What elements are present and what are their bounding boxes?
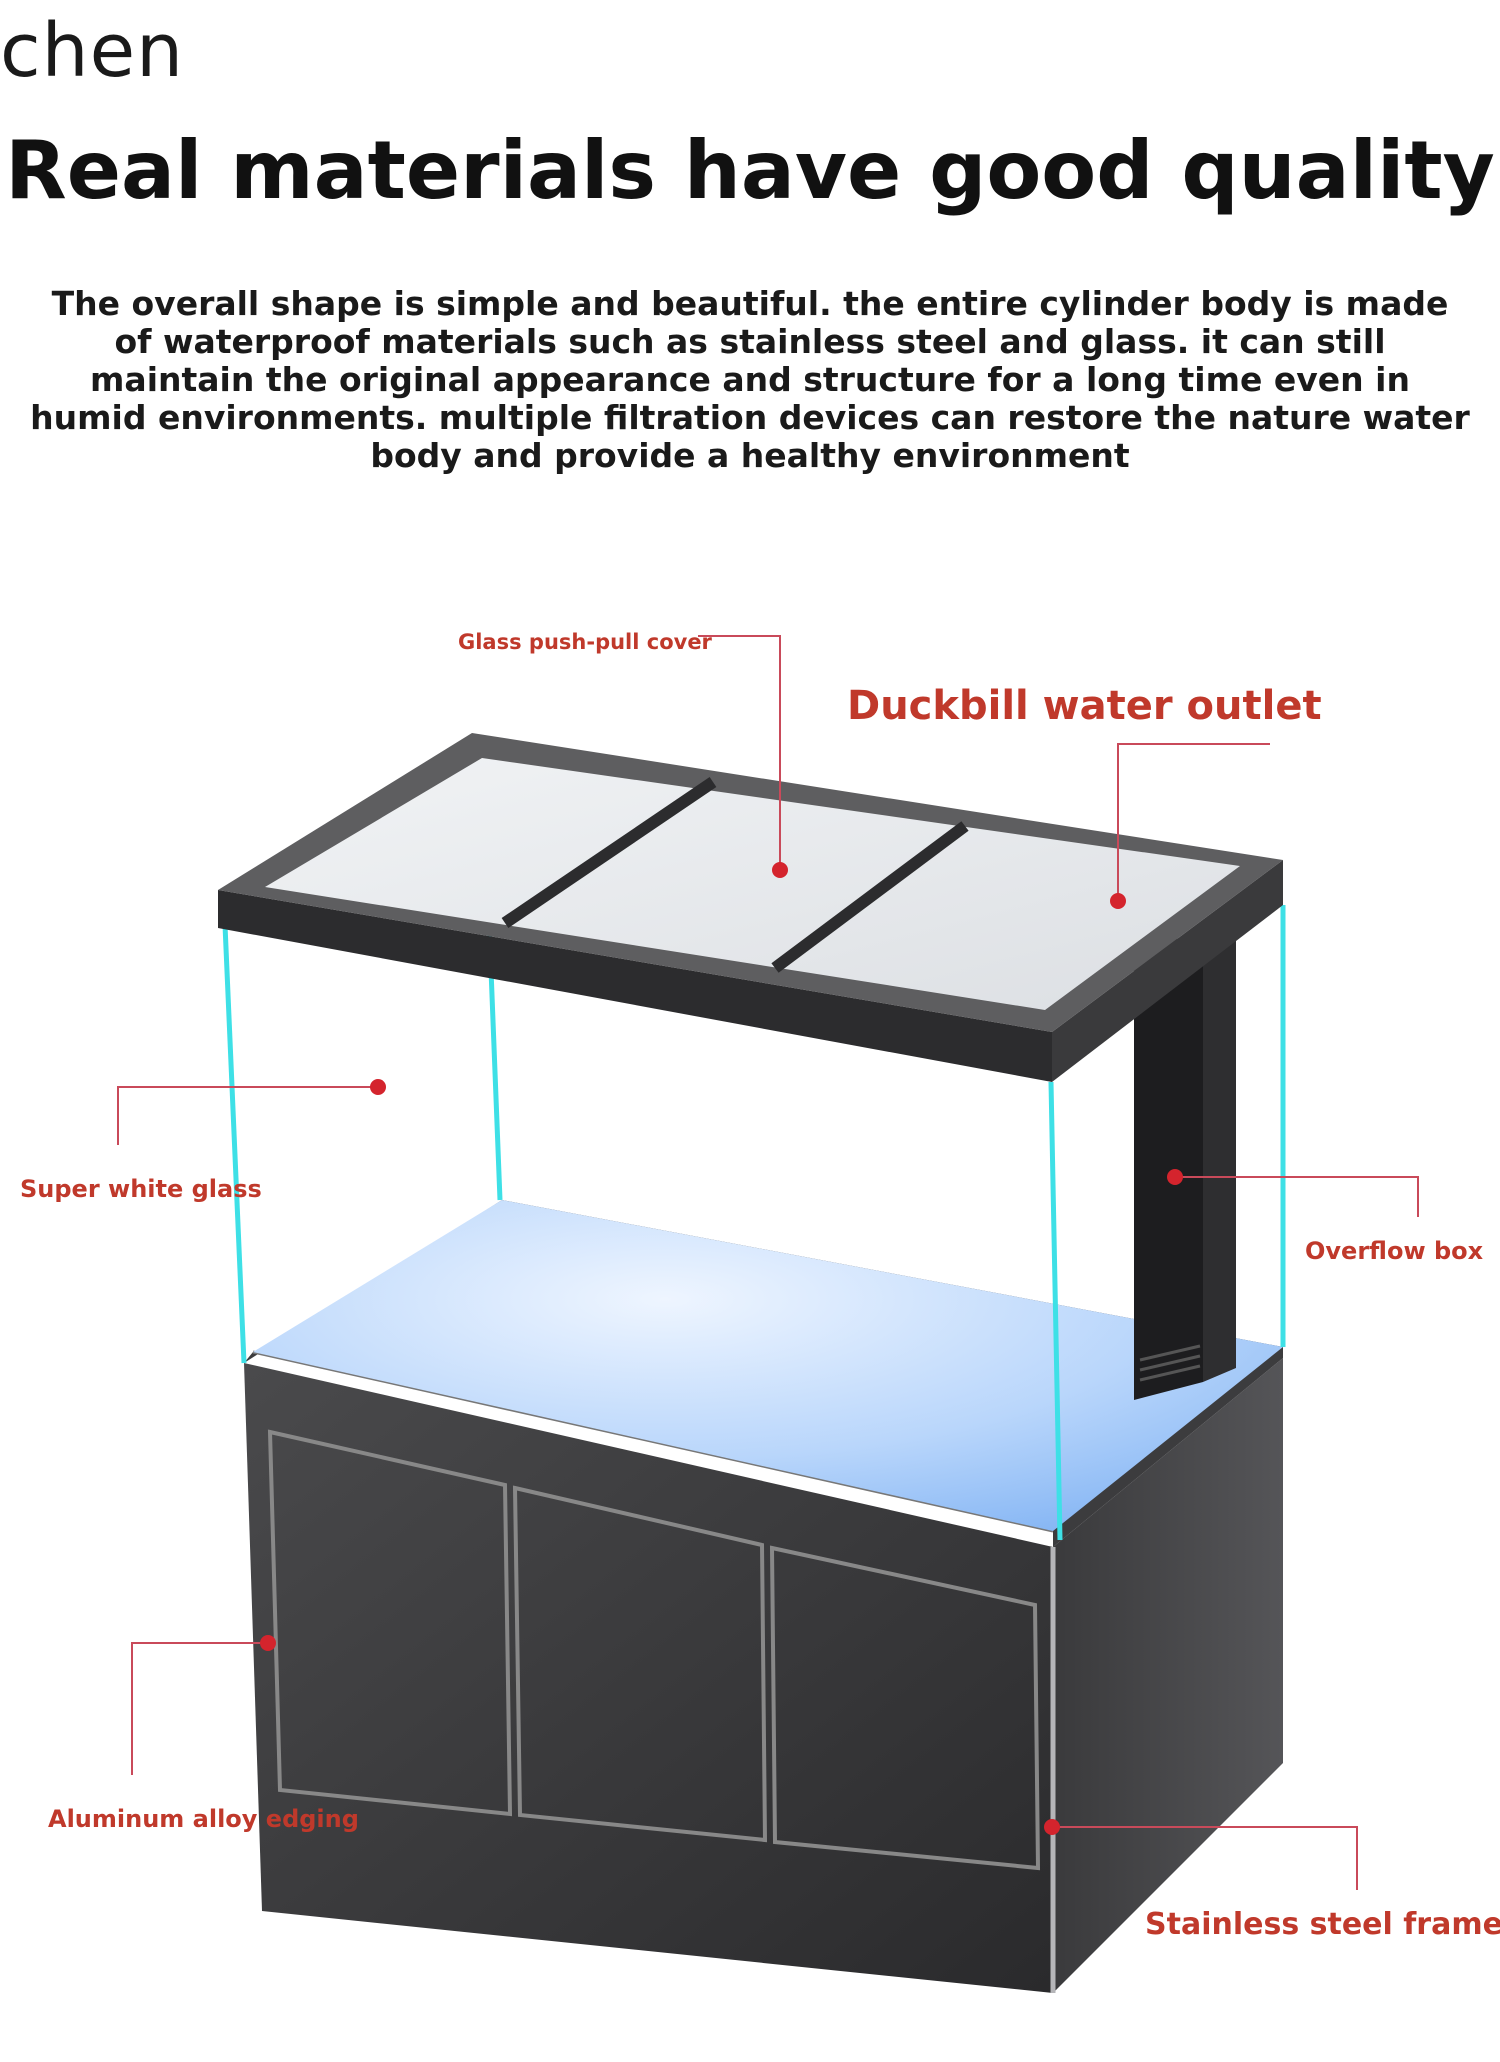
page-headline: Real materials have good quality — [5, 124, 1495, 217]
label-duckbill-water-outlet: Duckbill water outlet — [847, 683, 1322, 729]
cabinet-door-right — [769, 1545, 1041, 1871]
callout-line-duckbill — [1117, 743, 1270, 900]
lid-frame — [218, 733, 1283, 1082]
callout-line-aluminum-edging — [131, 1642, 268, 1775]
product-description: The overall shape is simple and beautifu… — [30, 284, 1470, 475]
water-surface — [253, 1200, 1283, 1531]
cabinet-front — [244, 1363, 1053, 1993]
cabinet-door-panels — [267, 1429, 1041, 1871]
cabinet-side — [1053, 1358, 1283, 1993]
lid-glass-inset — [265, 758, 1240, 1010]
label-stainless-steel-frame: Stainless steel frame — [1145, 1907, 1500, 1942]
cabinet-door-left — [267, 1429, 513, 1817]
callout-line-overflow-box — [1175, 1176, 1419, 1217]
callout-line-super-white-glass — [117, 1086, 378, 1145]
lid-side-face — [1052, 860, 1283, 1082]
callout-dot-stainless-frame — [1044, 1819, 1060, 1835]
label-glass-push-pull-cover: Glass push-pull cover — [458, 630, 712, 654]
callout-dot-overflow-box — [1167, 1169, 1183, 1185]
callout-line-glass-cover — [698, 635, 781, 868]
callout-lines — [117, 635, 1419, 1890]
callout-dot-glass-cover — [772, 862, 788, 878]
cabinet-door-middle — [512, 1485, 768, 1843]
callout-dot-super-white-glass — [370, 1079, 386, 1095]
label-overflow-box: Overflow box — [1305, 1237, 1484, 1265]
callout-dot-duckbill — [1110, 893, 1126, 909]
overflow-box — [1134, 920, 1236, 1400]
label-aluminum-alloy-edging: Aluminum alloy edging — [48, 1805, 359, 1833]
callout-dots — [260, 862, 1183, 1835]
lid-front-face — [218, 890, 1052, 1082]
brand-name: chen — [0, 8, 185, 94]
callout-dot-aluminum-edging — [260, 1635, 276, 1651]
callout-line-stainless-frame — [1052, 1826, 1358, 1890]
label-super-white-glass: Super white glass — [20, 1175, 262, 1203]
